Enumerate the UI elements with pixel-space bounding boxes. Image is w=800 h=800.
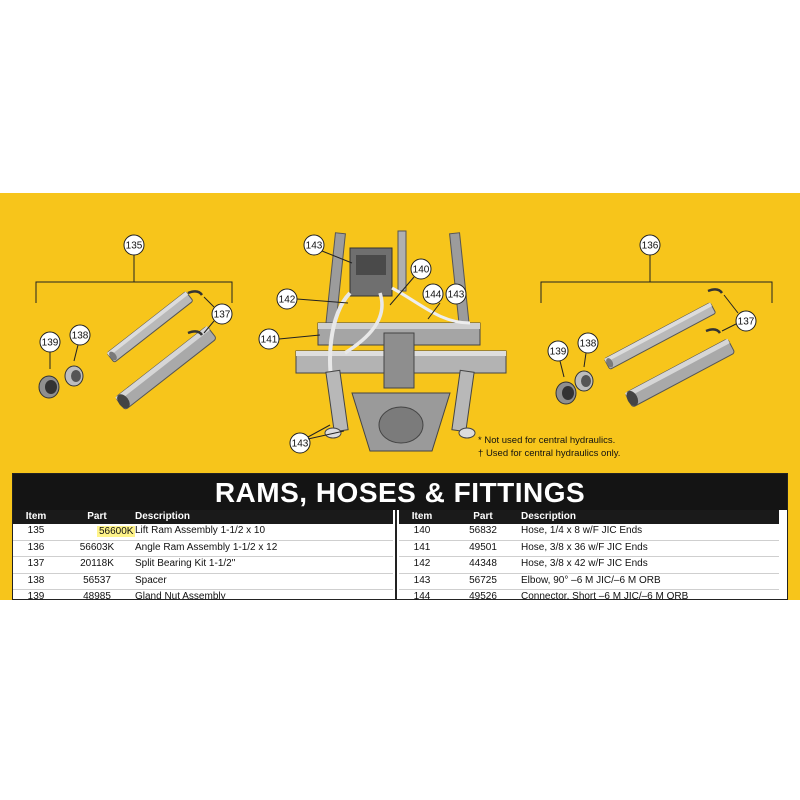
left-ram-group: 135 137 138 [35, 234, 233, 410]
callout-143-top [303, 234, 325, 256]
svg-text:137: 137 [738, 317, 755, 328]
note-not-used: * Not used for central hydraulics. [478, 435, 616, 446]
highlighted-part-number: 56600K [97, 526, 136, 537]
table-row: 139 48985 Gland Nut Assembly [13, 590, 393, 599]
callout-135-left [123, 234, 145, 256]
callout-136-right [639, 234, 661, 256]
callout-144 [422, 283, 444, 305]
svg-text:139: 139 [42, 338, 59, 349]
parts-diagram: 135 137 138 [35, 230, 773, 454]
table-row: 138 56537 Spacer [13, 574, 393, 590]
callout-143-bottom [289, 432, 311, 454]
callout-137-left [211, 303, 233, 325]
center-assembly: 143 140 142 144 143 141 143 [258, 230, 507, 454]
table-header-row: Item Part Description [13, 510, 393, 524]
table-row: 137 20118K Split Bearing Kit 1-1/2" [13, 557, 393, 574]
parts-panel: 135 137 138 [0, 193, 800, 600]
svg-text:142: 142 [279, 295, 296, 306]
callout-140 [410, 258, 432, 280]
diagram-notes: * Not used for central hydraulics. † Use… [478, 434, 620, 460]
callout-137-right [735, 310, 757, 332]
table-row: 142 44348 Hose, 3/8 x 42 w/F JIC Ends [399, 557, 779, 574]
svg-text:138: 138 [72, 331, 89, 342]
table-title: RAMS, HOSES & FITTINGS [13, 474, 787, 510]
table-row: 143 56725 Elbow, 90° –6 M JIC/–6 M ORB [399, 574, 779, 590]
column-divider [395, 510, 397, 599]
svg-text:143: 143 [448, 290, 465, 301]
parts-table-left: Item Part Description 135 56600K Lift Ra… [13, 510, 393, 599]
table-row: 136 56603K Angle Ram Assembly 1-1/2 x 12 [13, 541, 393, 557]
svg-text:144: 144 [425, 290, 442, 301]
svg-text:139: 139 [550, 347, 567, 358]
svg-text:143: 143 [306, 241, 323, 252]
table-row: 144 49526 Connector, Short –6 M JIC/–6 M… [399, 590, 779, 599]
note-used-only: † Used for central hydraulics only. [478, 448, 621, 459]
table-row: 141 49501 Hose, 3/8 x 36 w/F JIC Ends [399, 541, 779, 557]
svg-text:137: 137 [214, 310, 231, 321]
parts-table-right: Item Part Description 140 56832 Hose, 1/… [399, 510, 779, 599]
callout-139-right [547, 340, 569, 362]
callout-143-right [445, 283, 467, 305]
svg-text:140: 140 [413, 265, 430, 276]
table-row: 135 56600K Lift Ram Assembly 1-1/2 x 10 [13, 524, 393, 541]
svg-text:143: 143 [292, 439, 309, 450]
callout-136-label: 136 [642, 241, 659, 252]
svg-text:138: 138 [580, 339, 597, 350]
callout-138-right [577, 332, 599, 354]
right-ram-group: 136 137 138 139 [540, 234, 773, 407]
callout-138-left [69, 324, 91, 346]
parts-table: RAMS, HOSES & FITTINGS Item Part Descrip… [12, 473, 788, 600]
callout-135-label: 135 [126, 241, 143, 252]
svg-text:141: 141 [261, 335, 278, 346]
table-header-row: Item Part Description [399, 510, 779, 524]
table-row: 140 56832 Hose, 1/4 x 8 w/F JIC Ends [399, 524, 779, 541]
